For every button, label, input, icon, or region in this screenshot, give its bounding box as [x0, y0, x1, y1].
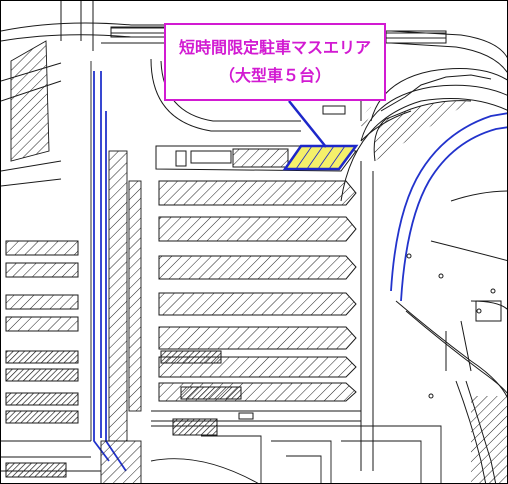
left-corner	[1, 40, 62, 187]
callout-box: 短時間限定駐車マスエリア （大型車５台）	[164, 23, 386, 101]
main-parking-rows	[151, 145, 361, 436]
bottom-structures	[1, 425, 442, 483]
right-road-centerline	[390, 112, 507, 302]
callout-title: 短時間限定駐車マスエリア	[178, 38, 371, 57]
highlighted-parking-area	[282, 144, 359, 171]
leader-line	[288, 100, 327, 148]
left-parking-rows	[1, 240, 91, 478]
right-lower-curve	[395, 190, 507, 483]
walkway-hatching	[90, 61, 142, 442]
highlight-inner-lines	[295, 145, 346, 170]
callout-subtitle: （大型車５台）	[218, 66, 331, 85]
